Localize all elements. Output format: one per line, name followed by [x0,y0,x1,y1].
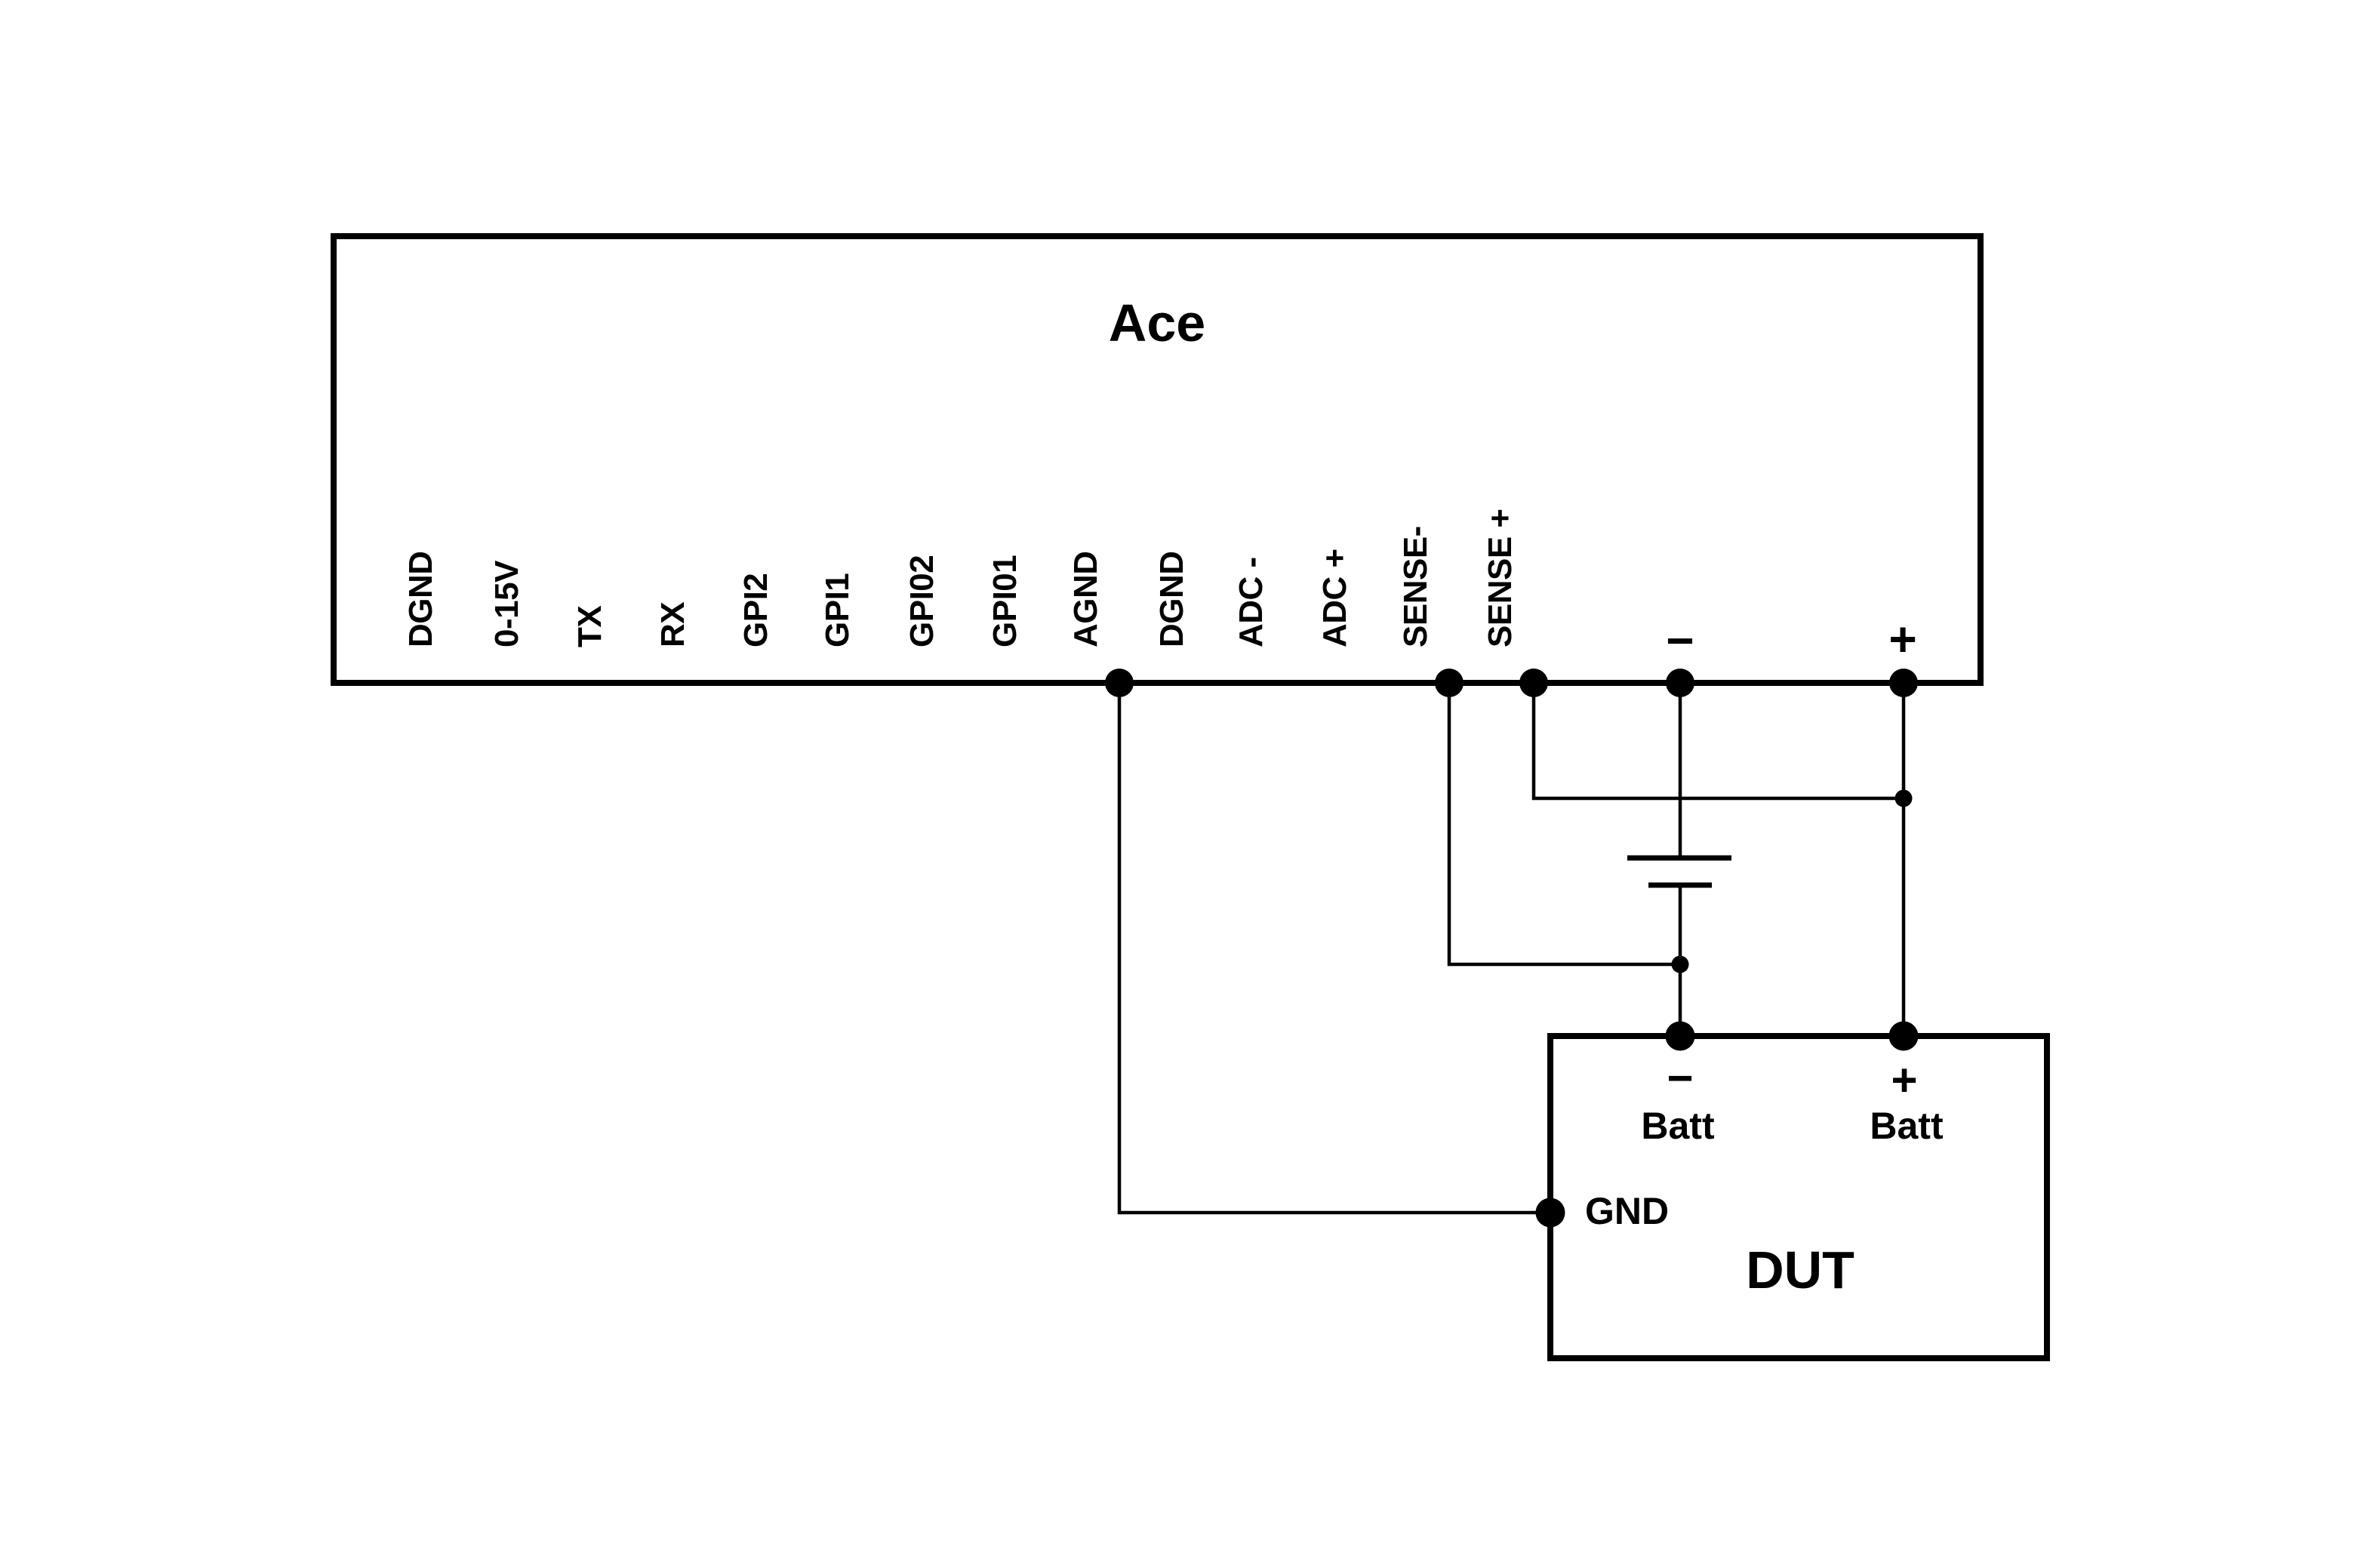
ace-box-outline [331,233,1984,686]
ace-pin-label-adc-plus: ADC + [1316,549,1353,647]
minus-pin-dot [1666,669,1694,697]
ace-pin-label-dgnd-2: DGND [1153,551,1190,647]
dut-box-title: DUT [1746,1241,1854,1299]
dut-batt-plus-pin-dot [1888,1021,1919,1051]
agnd-to-gnd-wire [1117,683,1550,1215]
plus-pin-dot [1889,669,1918,697]
ace-box-title: Ace [1108,294,1206,352]
ace-pin-label-0-15v: 0-15V [488,561,525,647]
ace-pin-label-gpi01: GPI01 [986,555,1023,647]
ace-pin-label-adc-minus: ADC - [1233,557,1270,647]
ace-pin-label-tx: TX [571,605,608,647]
agnd-pin-dot [1105,669,1134,697]
sense-plus-junction-dot [1894,789,1913,807]
ace-pin-label-rx: RX [654,601,691,647]
dut-batt-minus-label: Batt [1641,1105,1715,1147]
ace-pin-label-agnd: AGND [1067,551,1104,647]
sense-minus-pin-dot [1435,669,1464,697]
dut-batt-minus-pin-dot [1665,1021,1695,1051]
battery-symbol [1627,855,1731,888]
sense-plus-pin-dot [1519,669,1548,697]
connection-dots [1105,669,1919,1228]
dut-batt-minus-sign: − [1667,1053,1694,1103]
ace-minus-terminal-label: − [1666,613,1694,668]
sense-minus-wire [1447,683,1680,967]
ace-pin-label-gpi2: GPI2 [737,573,774,647]
dut-box-outline [1547,1033,2050,1361]
ace-pin-label-sense-minus: SENSE- [1397,526,1434,647]
ace-pin-label-gpi02: GPI02 [903,555,940,647]
dut-gnd-pin-dot [1535,1198,1565,1228]
dut-batt-plus-label: Batt [1870,1105,1944,1147]
dut-batt-plus-sign: + [1891,1055,1918,1105]
sense-plus-wire [1531,683,1904,801]
dut-gnd-label: GND [1585,1190,1670,1232]
ace-plus-terminal-label: + [1888,612,1917,666]
ace-pin-label-gpi1: GPI1 [819,573,856,647]
ace-pin-label-sense-plus: SENSE + [1482,509,1519,647]
ace-pin-label-dgnd-1: DGND [402,551,439,647]
wires [1117,683,1906,1215]
sense-minus-junction-dot [1671,955,1689,973]
